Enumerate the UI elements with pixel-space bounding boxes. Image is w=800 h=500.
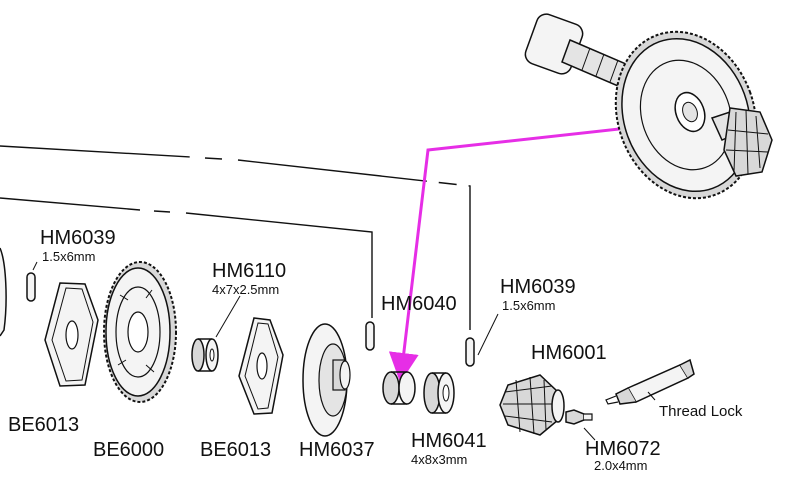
slipper-pad-be6013-right <box>238 317 284 415</box>
label-hm6039-left: HM6039 <box>40 227 116 249</box>
bearing-hm6110 <box>191 295 241 372</box>
label-be6000: BE6000 <box>93 439 165 461</box>
pin-hm6039-right <box>465 313 499 367</box>
slipper-pad-be6013-left <box>44 282 99 387</box>
label-hm6041: HM6041 <box>411 430 487 452</box>
label-hm6001: HM6001 <box>531 342 607 364</box>
slipper-plate-hm6037 <box>302 323 351 437</box>
screw-hm6072 <box>565 409 596 441</box>
label-hm6040: HM6040 <box>381 293 457 315</box>
size-hm6110: 4x7x2.5mm <box>212 282 280 297</box>
label-be6013-left: BE6013 <box>8 414 80 436</box>
size-hm6039-left: 1.5x6mm <box>42 249 96 264</box>
assembled-spur-gear-view <box>524 13 773 200</box>
partial-part-left <box>0 247 7 337</box>
pin-hm6039-left <box>26 261 38 302</box>
label-hm6110: HM6110 <box>212 260 287 282</box>
label-thread-lock: Thread Lock <box>659 403 743 420</box>
size-hm6039-right: 1.5x6mm <box>502 298 556 313</box>
bushing-hm6040 <box>382 371 416 405</box>
alignment-line-lower <box>0 197 373 318</box>
bevel-gear-hm6001 <box>499 374 565 436</box>
alignment-lines <box>0 145 471 330</box>
pin-hm6037 <box>365 321 375 351</box>
alignment-line-top <box>0 145 471 330</box>
spur-gear-be6000 <box>103 261 177 403</box>
bearing-hm6041 <box>423 372 455 414</box>
size-hm6041: 4x8x3mm <box>411 452 468 467</box>
label-hm6039-right: HM6039 <box>500 276 576 298</box>
reference-arrow <box>388 120 684 383</box>
label-be6013-right: BE6013 <box>200 439 272 461</box>
size-hm6072: 2.0x4mm <box>594 458 648 473</box>
label-hm6072: HM6072 <box>585 438 661 460</box>
label-hm6037: HM6037 <box>299 439 375 461</box>
thread-lock-tube <box>605 358 695 405</box>
